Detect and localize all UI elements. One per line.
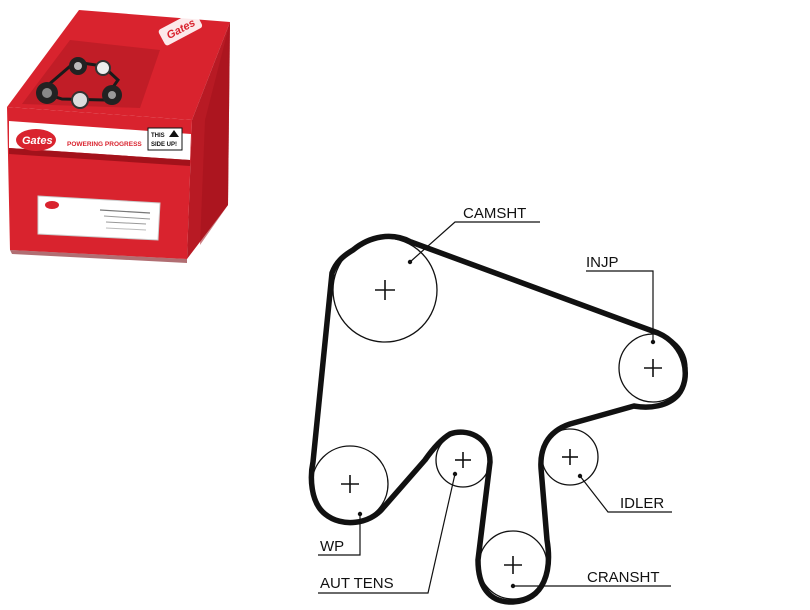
box-red-strip xyxy=(9,148,190,166)
label-camshaft: CAMSHT xyxy=(463,205,526,222)
box-product-label xyxy=(37,195,161,241)
gates-product-box: Gates Gates POWERING PROGRESS THIS SIDE … xyxy=(7,10,230,263)
label-crankshaft: CRANSHT xyxy=(587,569,660,586)
box-tagline: POWERING PROGRESS xyxy=(67,141,142,148)
gates-logo-text: Gates xyxy=(22,135,53,147)
gates-logo: Gates xyxy=(16,129,56,151)
side-up-badge: THIS SIDE UP! xyxy=(147,127,183,151)
leader-camshaft xyxy=(409,221,540,263)
leader-auto-tensioner xyxy=(318,473,456,594)
side-up-line-1: THIS xyxy=(151,133,165,139)
label-idler: IDLER xyxy=(620,495,664,512)
leader-idler xyxy=(579,475,672,513)
label-water-pump: WP xyxy=(320,538,344,555)
side-up-line-2: SIDE UP! xyxy=(151,142,177,148)
belt-diagram: CAMSHT INJP IDLER CRANSHT WP AUT TENS xyxy=(308,205,688,605)
leader-water-pump xyxy=(318,514,361,556)
leader-lines xyxy=(318,221,672,594)
leader-dots xyxy=(357,259,656,589)
label-injection-pump: INJP xyxy=(586,254,619,271)
box-top-illustration xyxy=(22,40,160,109)
arrow-up-icon xyxy=(169,130,179,137)
label-auto-tensioner: AUT TENS xyxy=(320,575,394,592)
timing-belt xyxy=(308,233,688,605)
box-side-shade xyxy=(200,22,230,245)
box-white-band xyxy=(9,121,191,160)
leader-injection-pump xyxy=(586,270,654,342)
